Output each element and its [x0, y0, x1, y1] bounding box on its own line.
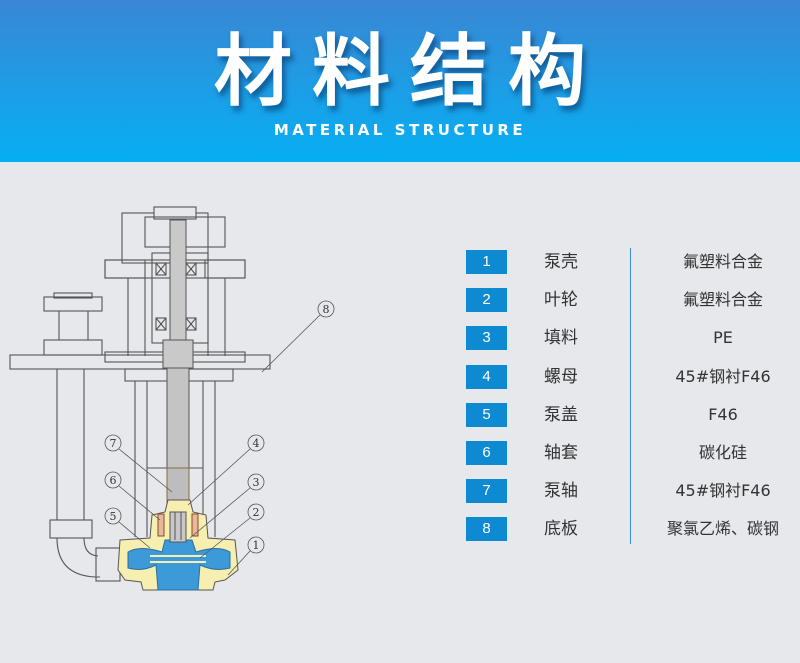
- legend-row: 7 泵轴 45#钢衬F46: [466, 477, 800, 515]
- part-name: 泵盖: [544, 404, 578, 425]
- part-material: 氟塑料合金: [682, 252, 763, 271]
- page-title: 材料结构: [213, 27, 606, 117]
- part-material: 45#钢衬F46: [675, 366, 771, 386]
- legend-row: 5 泵盖 F46: [466, 401, 800, 439]
- part-material: 聚氯乙烯、碳钢: [666, 519, 779, 539]
- part-material: 45#钢衬F46: [675, 481, 771, 501]
- part-number-badge: 7: [466, 479, 507, 504]
- legend-row: 3 填料 PE: [466, 324, 800, 362]
- part-material: F46: [708, 404, 738, 424]
- part-name: 泵轴: [544, 481, 578, 502]
- part-number-badge: 6: [466, 440, 507, 465]
- part-number-badge: 1: [466, 250, 507, 274]
- callout-6: 6: [110, 474, 117, 487]
- column-divider: [630, 248, 631, 544]
- callout-3: 3: [253, 476, 260, 489]
- part-name: 螺母: [544, 366, 578, 387]
- header-banner: 材料结构 MATERIAL STRUCTURE: [0, 0, 800, 162]
- callout-2: 2: [253, 506, 260, 519]
- pump-structure-diagram: 8 4 3 2 1 7 6 5: [0, 162, 440, 663]
- part-number-badge: 3: [466, 326, 507, 351]
- part-material: 氟塑料合金: [682, 290, 763, 310]
- legend-row: 2 叶轮 氟塑料合金: [466, 286, 800, 324]
- part-name: 泵壳: [544, 252, 578, 272]
- part-number-badge: 2: [466, 288, 507, 313]
- part-material: PE: [713, 328, 733, 348]
- part-name: 填料: [544, 328, 578, 349]
- callout-8: 8: [323, 303, 330, 316]
- page-subtitle: MATERIAL STRUCTURE: [273, 121, 527, 139]
- part-name: 轴套: [544, 442, 578, 463]
- callout-4: 4: [253, 437, 260, 450]
- part-number-badge: 5: [466, 402, 507, 427]
- callout-1: 1: [253, 539, 260, 552]
- part-name: 叶轮: [544, 290, 578, 311]
- callout-5: 5: [110, 510, 117, 523]
- legend-row: 6 轴套 碳化硅: [466, 439, 800, 477]
- callout-7: 7: [110, 437, 117, 450]
- part-material: 碳化硅: [698, 442, 747, 462]
- legend-row: 1 泵壳 氟塑料合金: [466, 248, 800, 286]
- legend-row: 4 螺母 45#钢衬F46: [466, 363, 800, 401]
- part-number-badge: 4: [466, 364, 507, 389]
- parts-legend: 1 泵壳 氟塑料合金 2 叶轮 氟塑料合金 3 填料 PE 4 螺母 45#钢衬…: [466, 248, 800, 554]
- part-name: 底板: [544, 519, 578, 540]
- part-number-badge: 8: [466, 517, 507, 542]
- pump-drawing: 8 4 3 2 1 7 6 5: [9, 206, 335, 591]
- legend-row: 8 底板 聚氯乙烯、碳钢: [466, 515, 800, 553]
